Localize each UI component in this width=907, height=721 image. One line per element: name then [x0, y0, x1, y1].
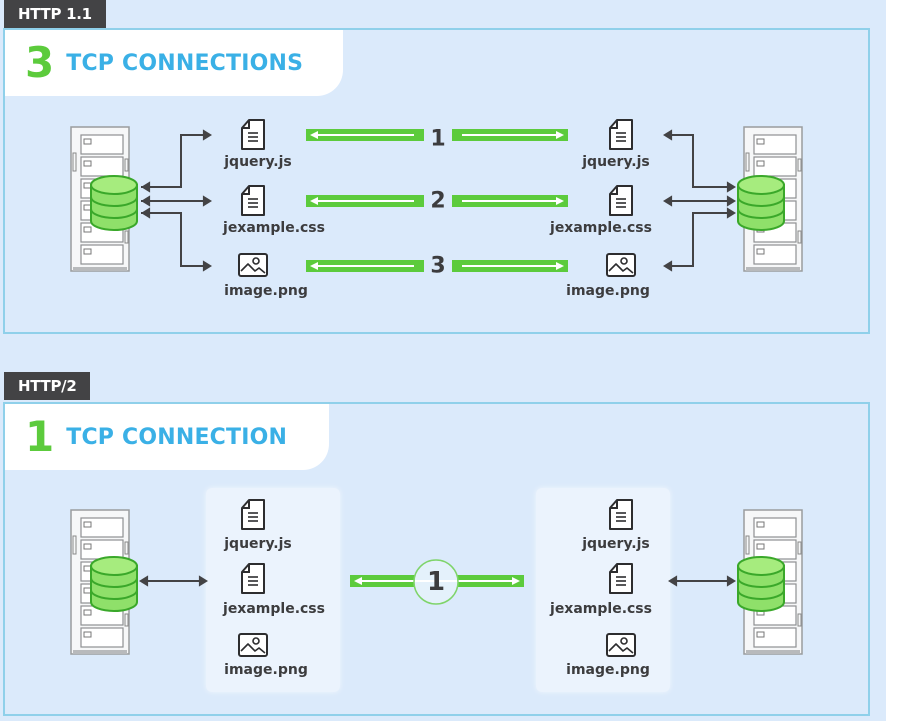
- http11-client-file-label: jquery.js: [224, 154, 292, 170]
- http2-panel: 1 TCP CONNECTION: [3, 402, 870, 716]
- arrowhead-icon: [139, 575, 149, 587]
- connection-number: 1: [426, 567, 446, 597]
- document-icon: [241, 119, 265, 150]
- document-icon: [241, 185, 265, 216]
- document-icon: [241, 563, 265, 594]
- arrow-left-icon: [310, 262, 318, 270]
- arrowhead-icon: [202, 129, 212, 141]
- connector-line: [141, 212, 210, 267]
- tcp-connection-bar: [306, 260, 424, 272]
- document-icon: [609, 185, 633, 216]
- http11-panel: 3 TCP CONNECTIONS: [3, 28, 870, 334]
- http11-client-file-label: image.png: [224, 283, 308, 299]
- http11-connection-count: 3: [25, 38, 55, 87]
- connection-number: 2: [430, 188, 446, 214]
- client-file-group: [206, 488, 340, 692]
- connector-line: [665, 134, 734, 188]
- database-icon: [737, 556, 785, 612]
- arrowhead-icon: [726, 195, 736, 207]
- http2-server-file-label: jquery.js: [582, 536, 650, 552]
- arrow-right-icon: [556, 262, 564, 270]
- database-icon: [90, 175, 138, 231]
- http2-title-box: 1 TCP CONNECTION: [5, 404, 329, 470]
- document-icon: [241, 499, 265, 530]
- image-icon: [606, 253, 636, 277]
- http2-server-file-label: jexample.css: [550, 601, 652, 617]
- arrowhead-icon: [663, 260, 673, 272]
- http11-diagram: [70, 119, 803, 277]
- right-margin: [886, 0, 907, 721]
- http2-client-file-label: image.png: [224, 662, 308, 678]
- arrow-right-icon: [556, 131, 564, 139]
- arrow-left-icon: [310, 131, 318, 139]
- image-icon: [238, 253, 268, 277]
- arrowhead-icon: [726, 181, 736, 193]
- tcp-connection-bar: [306, 195, 424, 207]
- http2-client-file-label: jexample.css: [223, 601, 325, 617]
- http11-tag: HTTP 1.1: [4, 0, 106, 28]
- database-icon: [90, 556, 138, 612]
- http2-tag: HTTP/2: [4, 372, 91, 400]
- http11-server-file-label: jquery.js: [582, 154, 650, 170]
- tcp-connection-bar: [452, 195, 568, 207]
- document-icon: [609, 119, 633, 150]
- connector-line: [141, 134, 210, 188]
- image-icon: [606, 633, 636, 657]
- server-rack-icon: [743, 126, 803, 272]
- arrowhead-icon: [198, 575, 208, 587]
- http2-client-file-label: jquery.js: [224, 536, 292, 552]
- arrowhead-icon: [668, 575, 678, 587]
- connection-number: 1: [430, 126, 446, 152]
- document-icon: [609, 563, 633, 594]
- http11-server-file-label: image.png: [566, 283, 650, 299]
- arrow-left-icon: [354, 577, 362, 585]
- arrowhead-icon: [141, 207, 151, 219]
- arrowhead-icon: [663, 129, 673, 141]
- http11-client-file-label: jexample.css: [223, 220, 325, 236]
- http2-connection-count: 1: [25, 412, 55, 461]
- connection-number: 3: [430, 253, 446, 279]
- tcp-connection-bar: [452, 129, 568, 141]
- connector-line: [665, 212, 734, 267]
- http2-title: TCP CONNECTION: [66, 424, 288, 450]
- arrow-right-icon: [512, 577, 520, 585]
- arrow-left-icon: [310, 197, 318, 205]
- tcp-connection-bar: [452, 260, 568, 272]
- http11-title: TCP CONNECTIONS: [66, 50, 304, 76]
- arrowhead-icon: [663, 195, 673, 207]
- arrowhead-icon: [726, 575, 736, 587]
- arrow-right-icon: [556, 197, 564, 205]
- arrowhead-icon: [202, 260, 212, 272]
- server-file-group: [536, 488, 670, 692]
- arrowhead-icon: [202, 195, 212, 207]
- arrowhead-icon: [141, 195, 151, 207]
- tcp-connection-bar: [306, 129, 424, 141]
- http11-title-box: 3 TCP CONNECTIONS: [5, 30, 343, 96]
- arrowhead-icon: [726, 207, 736, 219]
- http11-server-file-label: jexample.css: [550, 220, 652, 236]
- database-icon: [737, 175, 785, 231]
- http2-server-file-label: image.png: [566, 662, 650, 678]
- arrowhead-icon: [141, 181, 151, 193]
- image-icon: [238, 633, 268, 657]
- document-icon: [609, 499, 633, 530]
